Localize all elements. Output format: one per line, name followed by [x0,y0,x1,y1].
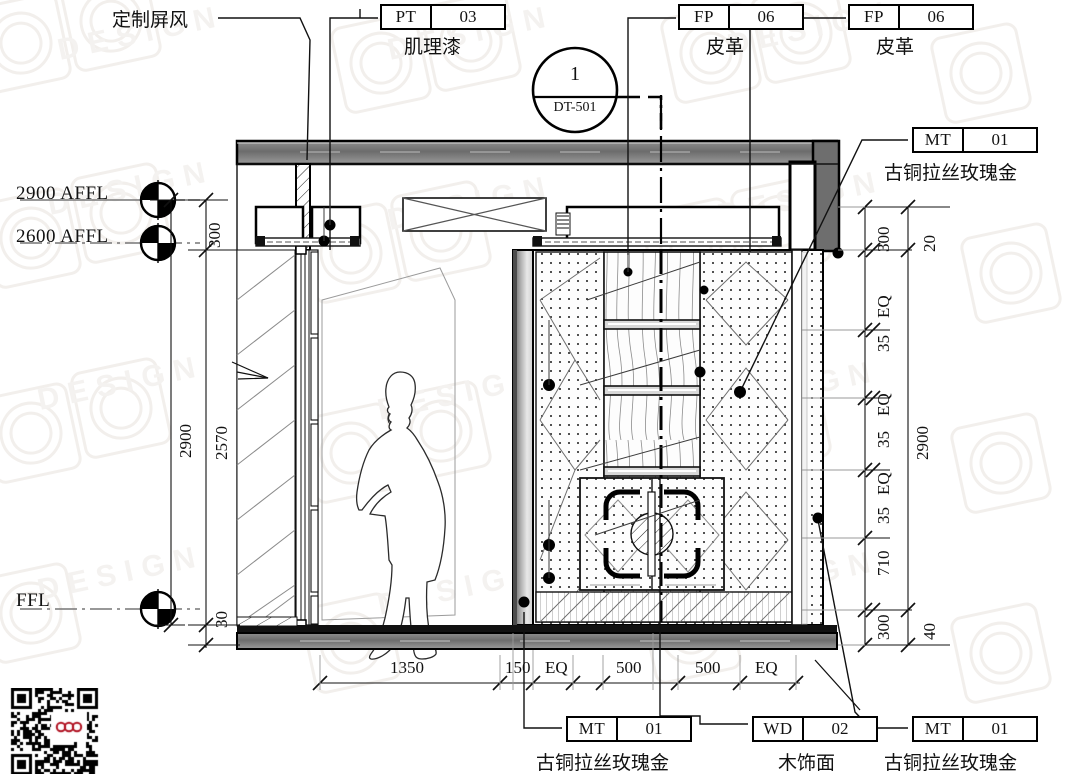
detail-bubble-number: 1 [570,63,580,85]
cabinet-assembly [532,249,824,626]
tag-code: PT [382,6,432,28]
leader-endpoints [318,219,844,608]
tag-code: MT [568,718,618,740]
material-tag-fp06-b-cn: 皮革 [876,37,915,58]
curtain-track-pockets [254,205,782,247]
dim-eq-bottom-2: EQ [755,658,778,677]
detail-callout-bubble[interactable] [531,46,663,134]
level-label-2900: 2900 AFFL [16,183,109,204]
dim-1350: 1350 [390,658,424,677]
dim-35-3: 35 [874,507,893,524]
dim-710: 710 [874,550,893,577]
dim-eq-bottom-1: EQ [545,658,568,677]
dim-150: 150 [505,658,531,677]
material-tag-wd02[interactable]: WD 02 [752,716,878,742]
dim-300-right-bottom: 300 [874,614,893,641]
dim-500-1: 500 [616,658,642,677]
cabinet-plinth [535,591,793,623]
dim-eq-3: EQ [874,472,893,495]
dim-300-right-top: 300 [874,226,893,253]
tag-code: FP [850,6,900,28]
material-tag-pt03-cn: 肌理漆 [404,37,462,58]
level-marker-2600 [20,223,200,263]
detail-bubble-sheet: DT-501 [553,100,597,115]
human-figure-silhouette [355,371,446,660]
dim-eq-2: EQ [874,393,893,416]
tag-code: MT [914,718,964,740]
level-marker-ffl [20,589,200,629]
tag-number: 06 [927,7,945,26]
dim-300-left: 300 [205,222,224,249]
dim-2900-left: 2900 [176,424,195,458]
tag-code: FP [680,6,730,28]
dim-35-1: 35 [874,335,893,352]
floor-slab [236,616,838,650]
tag-number: 06 [757,7,775,26]
sheer-curtain [321,267,456,621]
material-tag-fp06-a[interactable]: FP 06 [678,4,804,30]
dim-20: 20 [920,235,939,252]
tag-code: MT [914,129,964,151]
dim-2570-left: 2570 [212,426,231,460]
metal-pilaster [512,249,534,626]
dim-2900-right: 2900 [913,426,932,460]
material-tag-mt01-bottom-right[interactable]: MT 01 [912,716,1038,742]
dim-35-2: 35 [874,431,893,448]
label-custom-screen: 定制屏风 [112,10,189,31]
tag-code: WD [754,718,804,740]
level-label-ffl: FFL [16,590,51,611]
cabinet-shelf [603,319,701,477]
material-tag-fp06-a-cn: 皮革 [706,37,745,58]
custom-screen [295,245,319,629]
dim-eq-1: EQ [874,295,893,318]
material-tag-mt01-bottom-right-cn: 古铜拉丝玫瑰金 [884,753,1018,774]
dim-500-2: 500 [695,658,721,677]
material-tag-mt01-right-cn: 古铜拉丝玫瑰金 [884,163,1018,184]
internal-leaders [323,190,701,578]
material-tag-pt03[interactable]: PT 03 [380,4,506,30]
tag-number: 01 [991,130,1009,149]
left-wall-panel [231,249,296,626]
tag-number: 03 [459,7,477,26]
material-tag-mt01-bottom-left[interactable]: MT 01 [566,716,692,742]
dimension-lines [150,192,950,711]
lower-cabinet-doors [579,477,725,591]
material-tag-mt01-right[interactable]: MT 01 [912,127,1038,153]
dim-30-left: 30 [212,611,231,628]
ceiling-beam [235,139,839,166]
qr-code[interactable] [8,688,130,774]
ac-diffuser-box [402,197,547,232]
level-label-2600: 2600 AFFL [16,226,109,247]
tag-number: 02 [831,719,849,738]
material-tag-wd02-cn: 木饰面 [778,753,836,774]
tag-number: 01 [645,719,663,738]
material-tag-mt01-bottom-left-cn: 古铜拉丝玫瑰金 [536,753,670,774]
tag-number: 01 [991,719,1009,738]
dim-40: 40 [920,623,939,640]
material-tag-fp06-b[interactable]: FP 06 [848,4,974,30]
